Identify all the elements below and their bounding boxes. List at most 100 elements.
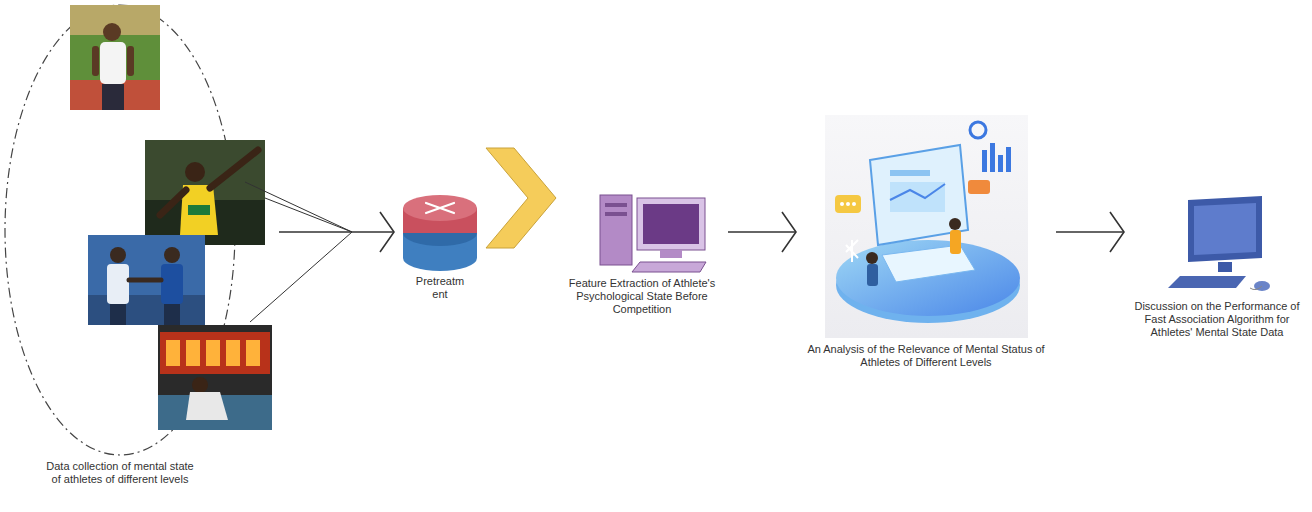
computer-icon — [605, 212, 627, 216]
data-collection-group: Data collection of mental state of athle… — [5, 5, 275, 489]
analysis-illustration — [867, 264, 878, 286]
analysis-illustration — [950, 230, 961, 254]
athlete-photo — [88, 235, 205, 325]
analysis-illustration — [982, 143, 1011, 172]
analysis-illustration — [836, 240, 1020, 316]
analysis-illustration — [990, 143, 995, 172]
analysis-node: An Analysis of the Relevance of Mental S… — [800, 115, 1052, 372]
flow-connector — [279, 212, 394, 252]
analysis-illustration — [835, 195, 861, 213]
analysis-illustration — [890, 184, 945, 200]
computer-node: Feature Extraction of Athlete's Psycholo… — [560, 195, 724, 319]
computer-icon — [1188, 196, 1262, 262]
athlete-photo — [70, 80, 160, 110]
athlete-photo — [145, 140, 265, 245]
computer-icon — [600, 195, 632, 265]
analysis-illustration — [840, 202, 844, 206]
connector-line — [279, 231, 394, 233]
athlete-photo — [102, 84, 124, 110]
computer-icon — [660, 250, 682, 258]
analysis-illustration — [1006, 147, 1011, 172]
analysis-illustration — [846, 240, 858, 262]
converging-lines — [265, 198, 352, 232]
computer-icon — [605, 203, 627, 207]
analysis-illustration — [866, 252, 878, 264]
flow-connector — [486, 148, 556, 248]
athlete-photo — [70, 5, 160, 110]
analysis-illustration — [970, 122, 986, 138]
arrow-head — [380, 212, 394, 252]
analysis-illustration — [998, 155, 1003, 172]
athlete-photo — [186, 392, 228, 420]
computer-icon — [600, 195, 706, 272]
connector-line — [728, 231, 796, 233]
computer-icon — [1218, 262, 1232, 272]
athlete-photo — [110, 304, 126, 325]
converging-lines — [250, 232, 352, 322]
athlete-photo — [158, 325, 272, 430]
router-icon — [426, 203, 454, 213]
athlete-photo — [145, 140, 265, 245]
athlete-photo — [210, 150, 258, 188]
analysis-illustration — [949, 218, 961, 230]
router-icon — [403, 195, 477, 221]
athlete-photo — [192, 377, 208, 393]
chevron-arrow — [486, 148, 556, 248]
connector-line — [1056, 231, 1124, 233]
analysis-illustration — [890, 170, 930, 176]
node-label: Feature Extraction of Athlete's Psycholo… — [560, 277, 724, 317]
athlete-photo — [158, 325, 272, 430]
converging-lines — [245, 182, 352, 322]
athlete-photo — [127, 46, 134, 76]
athlete-photo — [92, 46, 99, 76]
athlete-photo — [110, 247, 126, 263]
athlete-photo — [103, 23, 121, 41]
athlete-photo — [166, 340, 260, 366]
athlete-photo — [246, 340, 260, 366]
athlete-photo — [70, 5, 160, 110]
computer-icon — [637, 198, 705, 250]
athlete-photo — [226, 340, 240, 366]
computer-icon — [643, 204, 699, 244]
athlete-photo — [107, 264, 129, 304]
athlete-photo — [164, 247, 180, 263]
analysis-illustration — [982, 150, 987, 172]
computer-icon — [1168, 196, 1270, 291]
athlete-photo — [188, 205, 210, 215]
athlete-photo — [186, 340, 200, 366]
athlete-photo — [161, 264, 183, 304]
node-label: Data collection of mental state of athle… — [45, 460, 195, 486]
athlete-photo — [166, 340, 180, 366]
computer-icon — [1250, 286, 1262, 290]
group-ellipse — [5, 5, 235, 455]
computer-node: Discussion on the Performance of Fast As… — [1128, 198, 1306, 342]
flow-connector — [728, 212, 796, 252]
analysis-illustration — [825, 115, 1028, 338]
computer-icon — [632, 262, 706, 272]
athlete-photo — [100, 42, 126, 84]
athlete-photo — [160, 332, 270, 374]
arrow-head — [782, 212, 796, 252]
analysis-illustration — [882, 245, 975, 282]
athlete-photo — [160, 190, 186, 215]
router-icon — [403, 245, 477, 271]
router-icon — [403, 195, 477, 271]
arrow-head — [1110, 212, 1124, 252]
computer-icon — [1194, 203, 1256, 255]
node-label: Discussion on the Performance of Fast As… — [1128, 300, 1306, 340]
router-icon — [426, 203, 454, 213]
router-icon — [403, 233, 477, 246]
router-node: Pretreatm ent — [398, 195, 482, 304]
router-icon — [426, 203, 454, 213]
converging-lines — [245, 182, 352, 232]
athlete-photo — [164, 304, 180, 325]
computer-icon — [1168, 276, 1246, 288]
analysis-illustration — [890, 182, 945, 212]
athlete-photo — [206, 340, 220, 366]
athlete-photo — [129, 278, 161, 283]
flow-connector — [1056, 212, 1124, 252]
athlete-photo — [185, 162, 205, 182]
